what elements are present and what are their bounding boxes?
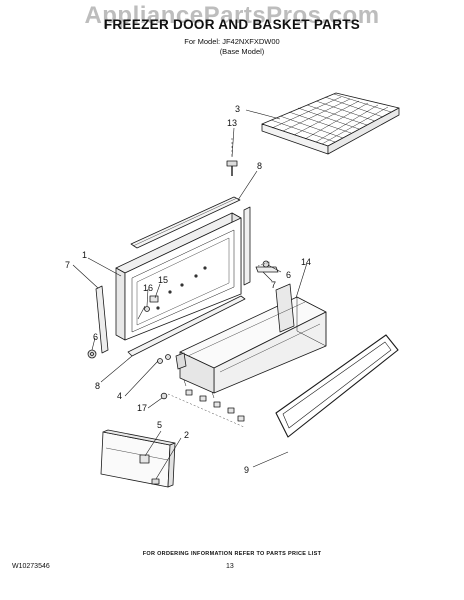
callout-4: 4 <box>117 391 122 401</box>
side-rail-right-part-7 <box>255 266 279 273</box>
door-trim-top-part-8 <box>130 196 241 249</box>
freezer-door-part-1 <box>115 212 242 341</box>
screw-part-16 <box>137 305 150 320</box>
callout-6-left: 6 <box>93 332 98 342</box>
bolt-left-part-6 <box>87 349 97 359</box>
callout-13: 13 <box>227 118 237 128</box>
document-number: W10273546 <box>12 563 50 570</box>
door-trim-bottom-part-8 <box>127 295 246 357</box>
callout-6-right: 6 <box>286 270 291 280</box>
bolt-right-part-6 <box>257 260 271 268</box>
callout-5: 5 <box>157 420 162 430</box>
watermark: AppliancePartsPros.com <box>84 2 380 29</box>
callout-8-top: 8 <box>257 161 262 171</box>
bracket-part-15 <box>149 295 159 303</box>
model-line: For Model: JF42NXFXDW00 <box>184 37 280 46</box>
callout-15: 15 <box>158 275 168 285</box>
callout-16: 16 <box>143 283 153 293</box>
page-number: 13 <box>226 563 234 570</box>
callout-14: 14 <box>301 257 311 267</box>
callout-8-bottom: 8 <box>95 381 100 391</box>
drawer-front-part-2 <box>100 429 176 488</box>
callout-3: 3 <box>235 104 240 114</box>
callout-7-left: 7 <box>65 260 70 270</box>
clip-part-2 <box>151 478 160 485</box>
door-trim-right-part-8 <box>243 206 251 286</box>
side-rail-left-part-7 <box>95 285 109 354</box>
page-title: FREEZER DOOR AND BASKET PARTS <box>103 17 361 32</box>
model-note: (Base Model) <box>219 47 265 56</box>
callout-7-right: 7 <box>271 280 276 290</box>
fasteners-part-17 <box>160 379 245 428</box>
bracket-part-5 <box>139 454 150 464</box>
callout-17: 17 <box>137 403 147 413</box>
leader-lines <box>72 109 308 480</box>
freezer-basket-part-14 <box>175 283 327 394</box>
callout-2: 2 <box>184 430 189 440</box>
callout-9: 9 <box>244 465 249 475</box>
door-gasket-part-9 <box>275 334 399 438</box>
callout-1: 1 <box>82 250 87 260</box>
screw-part-13 <box>226 138 238 176</box>
wire-shelf-part-3 <box>261 92 400 155</box>
ordering-info: FOR ORDERING INFORMATION REFER TO PARTS … <box>142 551 322 557</box>
